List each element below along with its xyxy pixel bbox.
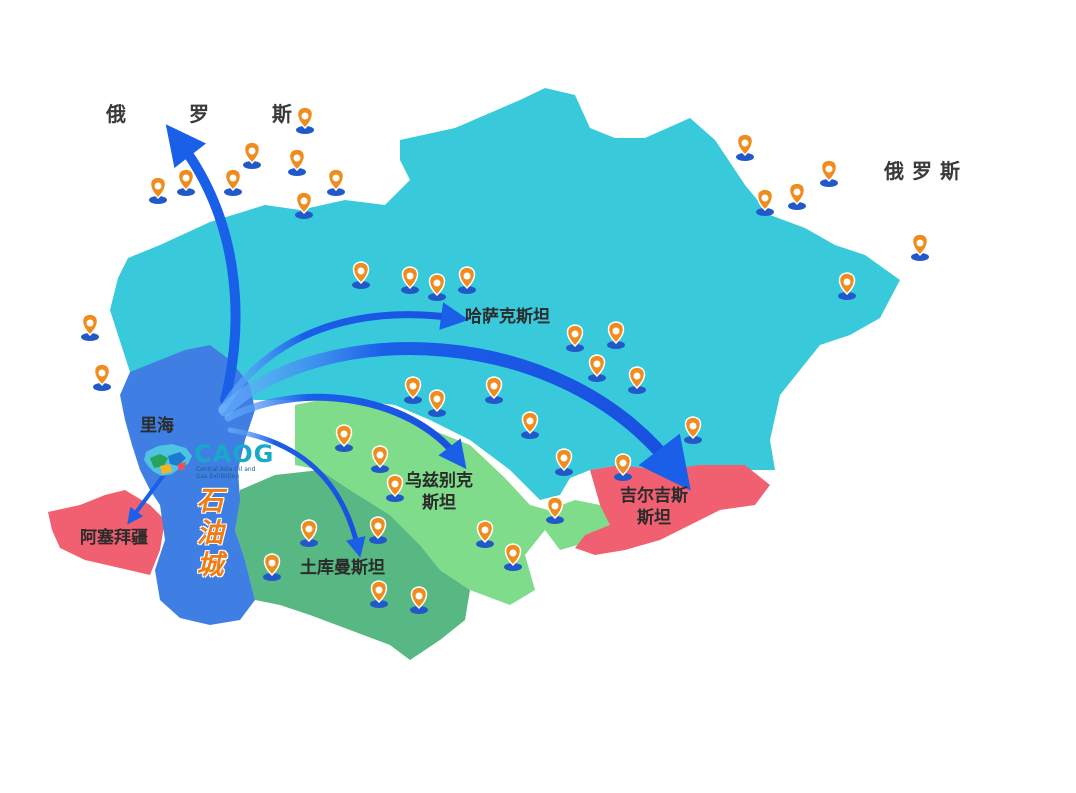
map-pin-icon[interactable] xyxy=(243,141,261,169)
map-pin-icon[interactable] xyxy=(428,273,446,301)
map-pin-icon[interactable] xyxy=(410,586,428,614)
map-pin-icon[interactable] xyxy=(370,580,388,608)
label-azerbaijan: 阿塞拜疆 xyxy=(80,528,148,548)
map-pin-icon[interactable] xyxy=(820,159,838,187)
label-uzbekistan: 乌兹别克 斯坦 xyxy=(405,470,473,514)
map-pin-icon[interactable] xyxy=(546,496,564,524)
map-pin-icon[interactable] xyxy=(295,191,313,219)
kyrgyzstan-region[interactable] xyxy=(575,465,770,555)
map-pin-icon[interactable] xyxy=(458,266,476,294)
label-kyrgyzstan-line1: 吉尔吉斯 xyxy=(620,486,688,506)
label-turkmenistan: 土库曼斯坦 xyxy=(300,558,385,578)
map-pin-icon[interactable] xyxy=(588,354,606,382)
map-pin-icon[interactable] xyxy=(607,321,625,349)
map-pin-icon[interactable] xyxy=(93,363,111,391)
route-arrow-icon xyxy=(224,393,467,470)
map-pin-icon[interactable] xyxy=(401,266,419,294)
route-arrow-icon xyxy=(227,427,366,558)
label-caspian-sea: 里海 xyxy=(140,416,174,436)
map-pins xyxy=(81,106,929,614)
logo-slogan: 石油城 xyxy=(196,486,224,581)
map-pin-icon[interactable] xyxy=(628,366,646,394)
map-pin-icon[interactable] xyxy=(521,411,539,439)
map-pin-icon[interactable] xyxy=(428,389,446,417)
map-pin-icon[interactable] xyxy=(566,324,584,352)
map-pin-icon[interactable] xyxy=(555,448,573,476)
map-pin-icon[interactable] xyxy=(177,168,195,196)
label-kazakhstan: 哈萨克斯坦 xyxy=(465,307,550,327)
map-pin-icon[interactable] xyxy=(404,376,422,404)
route-arrows xyxy=(127,124,691,558)
map-pin-icon[interactable] xyxy=(736,133,754,161)
map-pin-icon[interactable] xyxy=(485,376,503,404)
map-pin-icon[interactable] xyxy=(81,313,99,341)
turkmenistan-region[interactable] xyxy=(235,470,470,660)
label-uzbekistan-line1: 乌兹别克 xyxy=(405,471,473,491)
map-pin-icon[interactable] xyxy=(684,416,702,444)
label-kyrgyzstan-line2: 斯坦 xyxy=(637,508,671,528)
map-pin-icon[interactable] xyxy=(614,453,632,481)
map-pin-icon[interactable] xyxy=(224,168,242,196)
map-pin-icon[interactable] xyxy=(838,272,856,300)
map-pin-icon[interactable] xyxy=(300,519,318,547)
logo-subtitle: Central Asia Oil and Gas Exhibition xyxy=(196,466,256,480)
route-arrow-icon xyxy=(218,302,469,414)
caog-logo[interactable]: CAOG Central Asia Oil and Gas Exhibition xyxy=(142,440,275,482)
map-pin-icon[interactable] xyxy=(335,424,353,452)
map-pin-icon[interactable] xyxy=(352,261,370,289)
map-pin-icon[interactable] xyxy=(327,168,345,196)
map-pin-icon[interactable] xyxy=(504,543,522,571)
uzbekistan-region[interactable] xyxy=(295,398,548,605)
map-pin-icon[interactable] xyxy=(371,445,389,473)
map-pin-icon[interactable] xyxy=(369,516,387,544)
map-pin-icon[interactable] xyxy=(911,233,929,261)
label-russia-east: 俄罗斯 xyxy=(884,159,968,183)
map-pin-icon[interactable] xyxy=(263,553,281,581)
label-russia-north: 俄 罗 斯 xyxy=(106,102,320,126)
map-pin-icon[interactable] xyxy=(149,176,167,204)
map-pin-icon[interactable] xyxy=(756,188,774,216)
label-uzbekistan-line2: 斯坦 xyxy=(422,493,456,513)
map-pin-icon[interactable] xyxy=(788,182,806,210)
route-arrow-icon xyxy=(218,342,691,491)
map-pin-icon[interactable] xyxy=(386,474,404,502)
logo-wordmark: CAOG xyxy=(194,440,275,468)
map-pin-icon[interactable] xyxy=(288,148,306,176)
route-arrow-icon xyxy=(165,124,241,405)
map-pin-icon[interactable] xyxy=(476,520,494,548)
label-kyrgyzstan: 吉尔吉斯 斯坦 xyxy=(620,485,688,529)
central-asia-logo-icon xyxy=(144,444,192,476)
map-pin-icon[interactable] xyxy=(296,106,314,134)
